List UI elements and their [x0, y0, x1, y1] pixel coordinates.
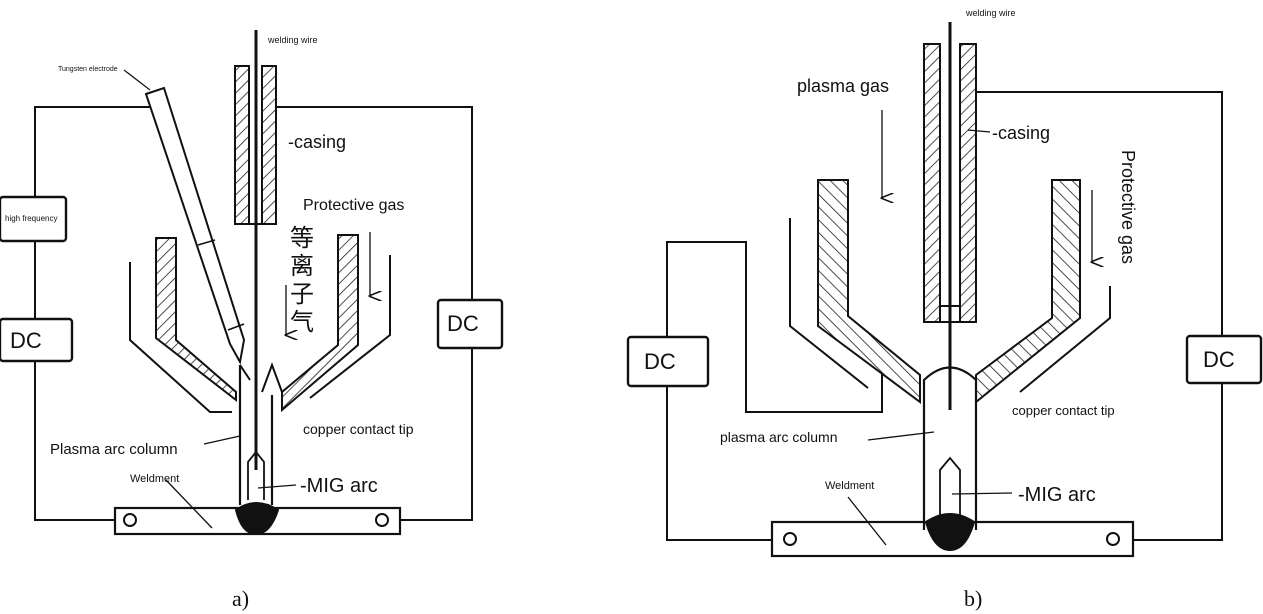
label-plasma-arc-column-b: plasma arc column: [720, 429, 838, 445]
inner-nozzle-right-b: [975, 179, 1081, 405]
label-high-frequency: high frequency: [5, 214, 57, 223]
casing-right-wall-b: [959, 43, 977, 323]
casing-left-wall-a: [234, 65, 250, 225]
circuit-wire-left-b: [666, 241, 883, 413]
label-dc-left-b: DC: [644, 349, 676, 374]
label-plasma-arc-column-a: Plasma arc column: [50, 441, 178, 458]
label-plasma-gas-b: plasma gas: [797, 76, 889, 96]
tungsten-electrode: [144, 86, 246, 365]
label-casing-a: -casing: [288, 132, 346, 152]
weld-bead-b: [924, 513, 976, 552]
label-copper-contact-tip-a: copper contact tip: [303, 421, 414, 437]
caption-a: a): [232, 586, 249, 611]
label-plasma-gas-cn-1: 等: [290, 224, 314, 252]
outer-nozzle-right-a: [309, 255, 391, 399]
outer-nozzle-left-a: [129, 262, 232, 413]
circuit-wire-left-a: [34, 106, 150, 197]
label-weldment-a: Weldment: [130, 473, 179, 485]
inner-nozzle-left-a: [155, 237, 237, 403]
circuit-wire-right-a: [270, 106, 473, 300]
mig-arc-b: [939, 456, 961, 518]
circuit-wire-bottom-left-a: [34, 361, 115, 521]
high-frequency-box: [0, 195, 68, 243]
label-copper-contact-tip-b: copper contact tip: [1012, 403, 1115, 418]
label-casing-b: -casing: [992, 123, 1050, 143]
circuit-wire-right-b2: [1133, 383, 1223, 541]
dc-box-left-b: [626, 335, 710, 388]
caption-b: b): [964, 586, 982, 611]
label-weldment-b: Weldment: [825, 480, 874, 492]
label-mig-arc-a: -MIG arc: [300, 475, 378, 497]
circuit-wire-right-a2: [400, 348, 473, 521]
inner-nozzle-right-a: [281, 234, 359, 413]
label-dc-right-a: DC: [447, 311, 479, 336]
label-welding-wire-a: welding wire: [267, 35, 318, 45]
panel-a: [0, 30, 504, 536]
dc-box-right-a: [436, 298, 504, 350]
mig-arc-a: [247, 450, 265, 500]
label-plasma-gas-cn-2: 离: [290, 252, 314, 280]
label-tungsten-electrode: Tungsten electrode: [58, 66, 118, 73]
panel-b: [626, 22, 1263, 558]
label-plasma-gas-cn-3: 子: [290, 280, 314, 308]
casing-left-wall-b: [923, 43, 941, 323]
label-welding-wire-b: welding wire: [965, 8, 1016, 18]
circuit-wire-right-b: [976, 91, 1223, 336]
inner-nozzle-left-b: [817, 179, 921, 404]
outer-nozzle-right-b: [1019, 286, 1111, 393]
circuit-wire-left-b2: [666, 386, 772, 541]
outer-nozzle-left-b: [789, 218, 869, 389]
label-protective-gas-a: Protective gas: [303, 197, 404, 214]
label-dc-right-b: DC: [1203, 347, 1235, 372]
casing-right-wall-a: [261, 65, 277, 225]
dc-box-right-b: [1185, 334, 1263, 385]
label-mig-arc-b: -MIG arc: [1018, 484, 1096, 506]
label-protective-gas-b: Protective gas: [1118, 150, 1138, 264]
label-plasma-gas-cn-4: 气: [290, 308, 314, 336]
dc-box-left-a: [0, 317, 74, 363]
label-dc-left-a: DC: [10, 328, 42, 353]
weld-bead-a: [234, 502, 280, 536]
plasma-tube-b: [922, 366, 978, 530]
